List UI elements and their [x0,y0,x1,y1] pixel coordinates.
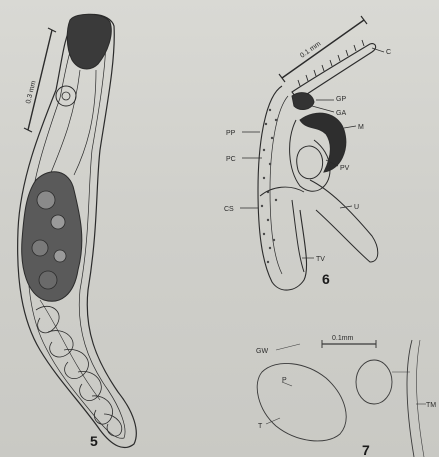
fig7-large-oval [257,363,346,441]
fig6-label-c: C [386,49,391,56]
fig6-uterus [310,180,378,262]
fig6-label-gp: GP [336,96,346,103]
fig6-terminal-vagina [292,200,304,272]
figure-7 [257,340,426,457]
figure-5 [18,14,137,447]
fig5-scale-label: 0.3 mm [25,80,37,105]
fig6-label-tv: TV [316,256,325,263]
fig6-label-pv: PV [340,165,350,172]
fig6-label-cs: CS [224,206,234,213]
fig7-label-tm: TM [426,402,436,409]
fig6-label-u: U [354,204,359,211]
fig7-small-oval [356,360,392,404]
fig7-label-p: P [282,377,287,384]
fig6-cirrus-sac [258,86,307,290]
fig6-label-pc: PC [226,156,236,163]
figure-6 [240,16,384,290]
fig5-sucker [56,86,76,106]
fig7-number: 7 [362,442,370,457]
fig7-label-t: T [258,423,263,430]
fig5-number: 5 [90,433,98,449]
fig6-label-pp: PP [226,130,236,137]
fig5-scale-bar [28,30,52,130]
fig7-scale-label: 0.1mm [332,335,354,342]
fig7-body-wall [407,340,414,457]
fig6-scale-label: 0.1 mm [299,40,322,59]
fig7-label-gw: GW [256,348,268,355]
fig6-genital-atrium [292,93,314,110]
fig6-number: 6 [322,271,330,287]
fig6-prostatic-vesicle [297,146,323,179]
fig6-label-ga: GA [336,110,346,117]
fig6-label-m: M [358,124,364,131]
fig5-coiled-tubules [36,300,122,436]
